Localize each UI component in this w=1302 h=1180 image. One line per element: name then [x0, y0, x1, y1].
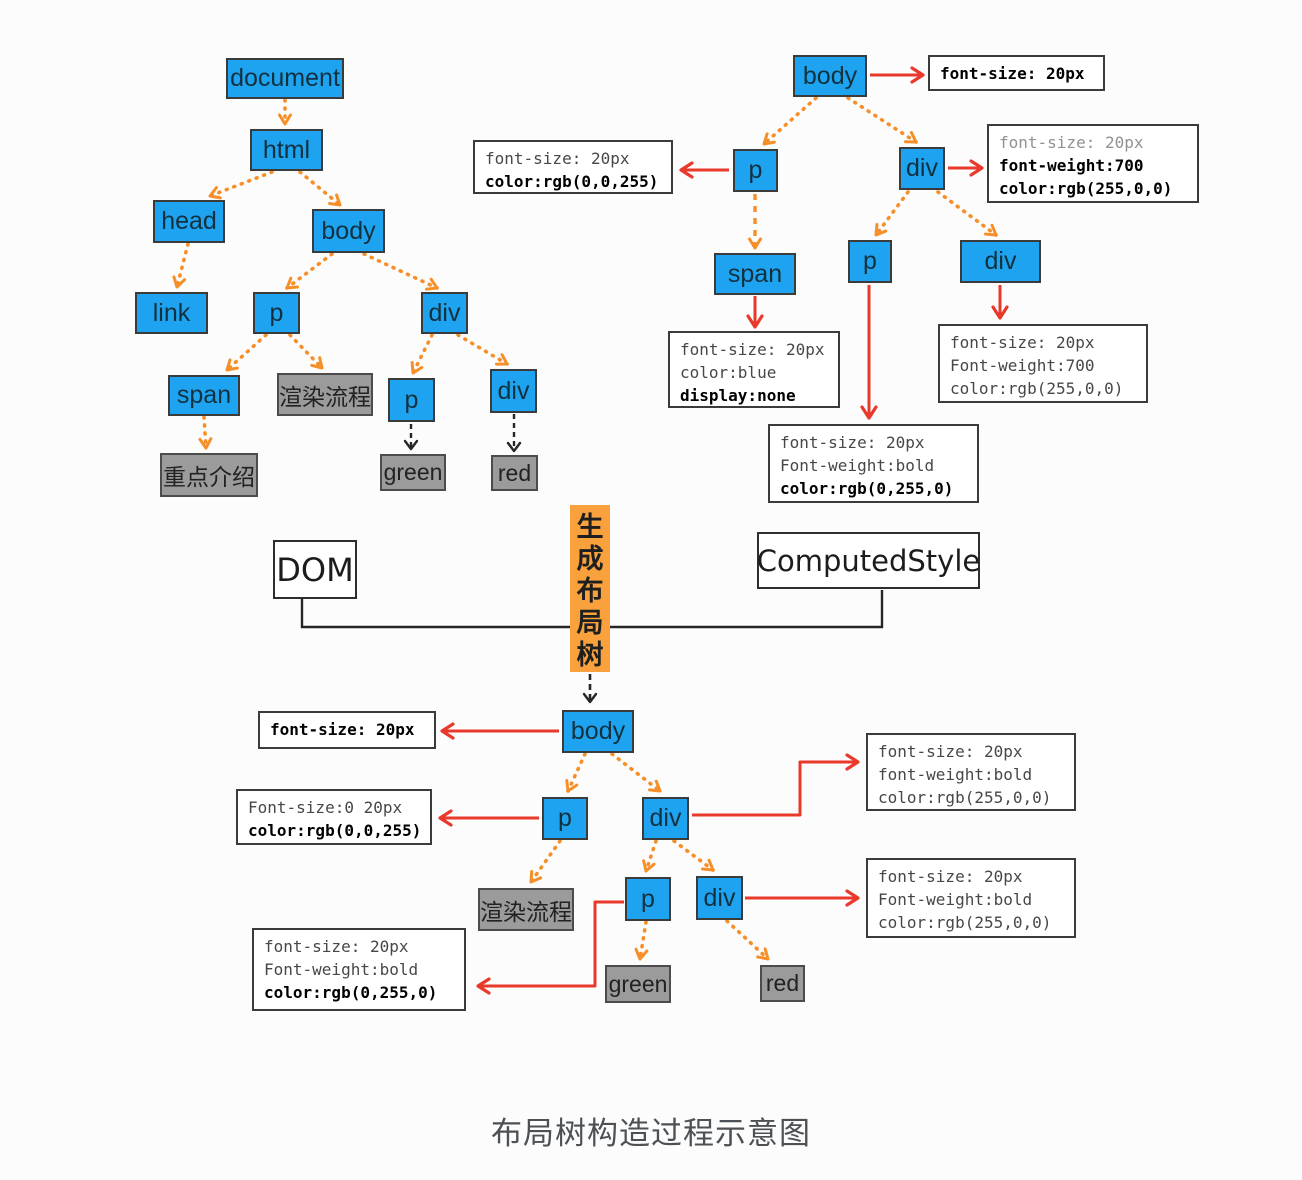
- layout-tree-node-p: p: [542, 797, 588, 840]
- dom-tree-node-span: span: [168, 375, 240, 416]
- generate-layout-tree-box: 生成布局树: [570, 505, 610, 672]
- computed-tree-node-p: p: [733, 149, 778, 192]
- layout-tree-text-green: green: [605, 965, 671, 1003]
- layout-tree-node-body: body: [562, 710, 634, 753]
- dom-tree-node-html: html: [250, 129, 323, 171]
- computed-body-style-box: font-size: 20px: [928, 55, 1105, 91]
- layout-tree-text-render: 渲染流程: [478, 888, 574, 931]
- layout-tree-node-p2: p: [625, 877, 671, 921]
- layout-tree-text-red: red: [760, 965, 805, 1002]
- dom-tree-node-div2: div: [490, 369, 537, 413]
- dom-tree-text-green: green: [380, 454, 446, 491]
- dom-tree-node-head: head: [153, 200, 225, 243]
- dom-tree-node-body: body: [312, 209, 385, 253]
- dom-tree-node-div: div: [421, 292, 468, 334]
- computed-tree-node-div2: div: [960, 240, 1041, 283]
- computed-tree-node-div: div: [899, 147, 945, 190]
- computed-tree-node-body: body: [793, 55, 867, 97]
- computedstyle-label-box: ComputedStyle: [757, 532, 980, 589]
- dom-tree-node-p2: p: [388, 378, 435, 422]
- dom-tree-node-p: p: [253, 292, 300, 334]
- computed-tree-node-p2: p: [848, 240, 892, 283]
- dom-tree-node-link: link: [135, 292, 208, 334]
- dom-tree-text-render: 渲染流程: [277, 373, 373, 416]
- layout-body-style-box: font-size: 20px: [258, 711, 436, 749]
- diagram-caption: 布局树构造过程示意图: [491, 1116, 811, 1151]
- layout-tree-node-div2: div: [696, 876, 743, 920]
- dom-tree-text-red: red: [491, 455, 538, 491]
- dom-tree-text-intro: 重点介绍: [160, 453, 258, 497]
- computed-tree-node-span: span: [714, 253, 796, 295]
- dom-tree-node-document: document: [226, 58, 344, 99]
- layout-tree-node-div: div: [642, 797, 689, 840]
- dom-label-box: DOM: [273, 540, 357, 599]
